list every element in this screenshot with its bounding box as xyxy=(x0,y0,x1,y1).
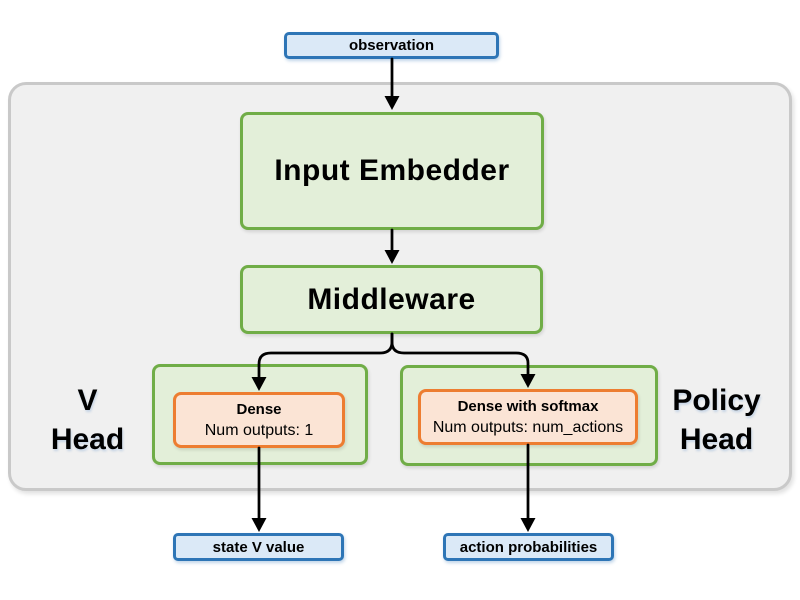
node-policy-dense: Dense with softmax Num outputs: num_acti… xyxy=(418,389,638,445)
node-action-probabilities: action probabilities xyxy=(443,533,614,561)
v-head-label: V Head xyxy=(35,381,140,459)
node-state-v-value: state V value xyxy=(173,533,344,561)
policy-dense-title: Dense with softmax xyxy=(457,398,599,415)
action-probabilities-label: action probabilities xyxy=(459,538,598,556)
v-head-label-line2: Head xyxy=(50,423,125,456)
observation-label: observation xyxy=(348,37,435,54)
v-head-label-line1: V xyxy=(77,384,98,417)
node-middleware: Middleware xyxy=(240,265,543,334)
policy-head-label: Policy Head xyxy=(659,381,774,459)
v-dense-title: Dense xyxy=(236,401,282,418)
node-input-embedder: Input Embedder xyxy=(240,112,544,230)
middleware-label: Middleware xyxy=(307,282,476,316)
policy-head-label-line2: Head xyxy=(679,423,754,456)
policy-head-label-line1: Policy xyxy=(672,384,761,417)
arrowhead-policy-dense-to-action-probs xyxy=(520,518,536,532)
input-embedder-label: Input Embedder xyxy=(274,154,510,187)
v-dense-subtitle: Num outputs: 1 xyxy=(204,422,314,439)
state-v-value-label: state V value xyxy=(212,538,305,556)
node-observation: observation xyxy=(284,32,499,59)
node-v-dense: Dense Num outputs: 1 xyxy=(173,392,345,448)
policy-dense-subtitle: Num outputs: num_actions xyxy=(432,419,624,436)
arrowhead-v-dense-to-state-value xyxy=(251,518,267,532)
